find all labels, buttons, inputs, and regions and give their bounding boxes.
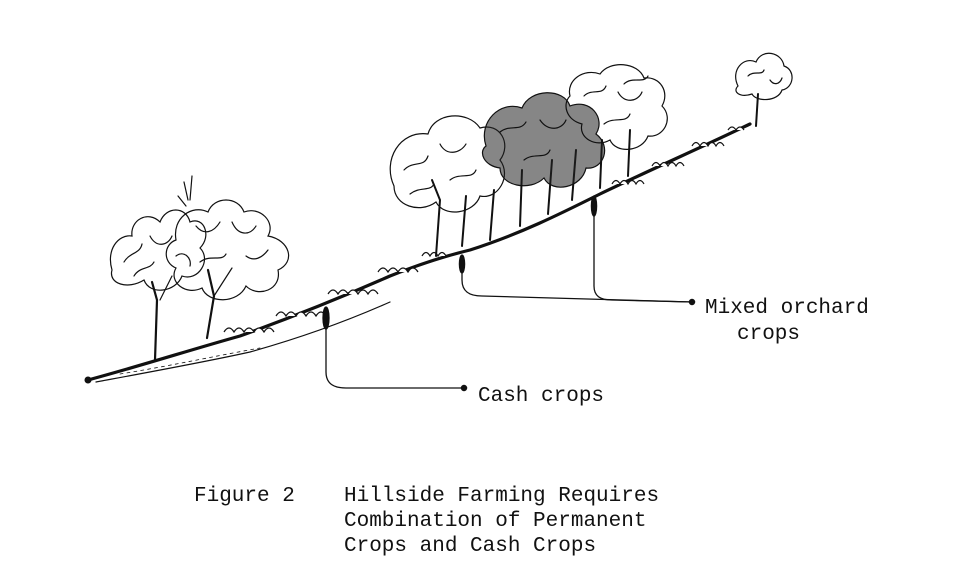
cash-crop-row: [223, 126, 745, 334]
figure-caption-line-1: Hillside Farming Requires: [344, 485, 660, 508]
hillside-slope: [84, 122, 752, 384]
left-trees: [109, 175, 290, 362]
cash-crops-label: Cash crops: [478, 385, 605, 408]
figure-caption-line-3: Crops and Cash Crops: [344, 535, 597, 558]
mixed-orchard-label-line2: crops: [737, 323, 801, 346]
orchard-leader-1: [461, 258, 693, 303]
orchard-leader-2: [593, 200, 693, 303]
leader-lines: [322, 195, 696, 392]
cash-crops-leader: [325, 310, 464, 389]
mixed-orchard-label: Mixed orchard: [705, 297, 869, 320]
figure-number: Figure 2: [194, 485, 295, 508]
orchard-trees: [389, 52, 793, 257]
figure-caption-line-2: Combination of Permanent: [344, 510, 647, 533]
